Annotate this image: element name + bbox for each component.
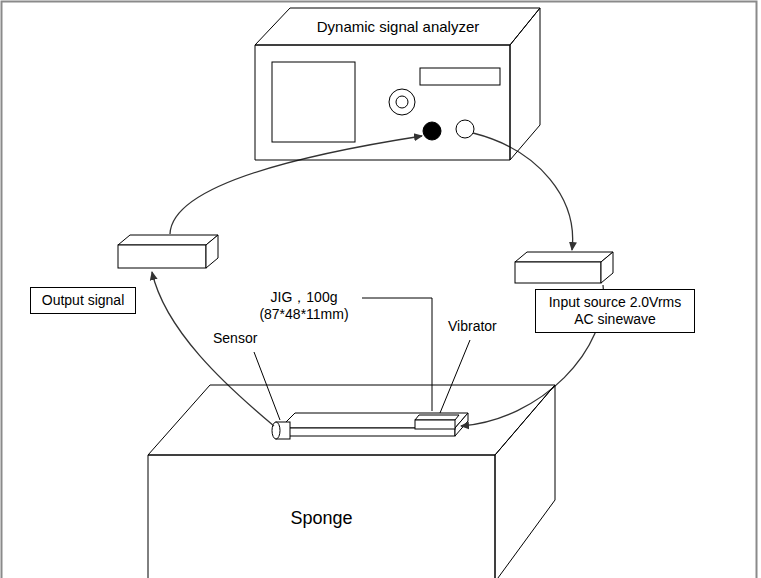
label-box: Input source 2.0Vrms AC sinewave	[535, 289, 695, 333]
screen	[272, 62, 355, 142]
label-box: Output signal	[30, 287, 136, 314]
box-outline	[146, 383, 558, 578]
knob	[389, 89, 415, 115]
analyzer-box: Dynamic signal analyzer	[253, 6, 543, 164]
node-label: Input source 2.0Vrms AC sinewave	[544, 294, 686, 328]
display-strip	[420, 68, 500, 85]
sponge-block: Sponge	[146, 383, 558, 578]
knob-center	[396, 96, 408, 108]
input-module	[515, 252, 613, 283]
vibrator	[415, 415, 459, 429]
input-jack	[456, 120, 474, 138]
output-jack	[423, 122, 441, 140]
node-label: Output signal	[39, 292, 127, 309]
sensor	[272, 422, 290, 439]
node-label: Sponge	[148, 507, 495, 529]
part-name: Sensor	[213, 330, 273, 347]
part-callout: JIG，100g (87*48*11mm)	[250, 289, 358, 323]
part-name: Vibrator	[448, 318, 518, 335]
wires	[152, 133, 603, 426]
node-label: Dynamic signal analyzer	[283, 18, 513, 36]
output-module	[118, 235, 218, 268]
jig	[280, 413, 468, 436]
